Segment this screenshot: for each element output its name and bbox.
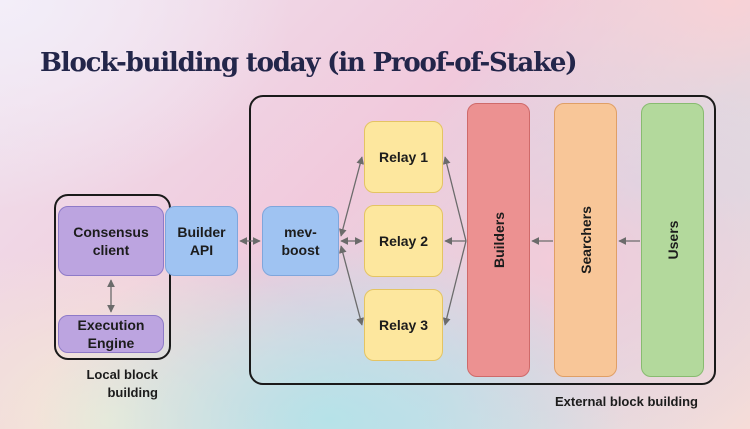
- builder-api-label: Builder API: [177, 224, 226, 258]
- execution-engine-label: Execution Engine: [77, 317, 145, 351]
- users-column: Users: [641, 103, 704, 377]
- searchers-column: Searchers: [554, 103, 617, 377]
- relay-2-label: Relay 2: [378, 233, 429, 249]
- local-block-building-frame: [54, 194, 171, 360]
- page-title: Block-building today (in Proof-of-Stake): [40, 48, 578, 78]
- mevboost-relay3-arrow: [339, 245, 364, 326]
- builder-api-box: Builder API: [165, 206, 238, 276]
- builders-relay3-arrow: [442, 240, 467, 326]
- consensus-client-box: Consensus client: [58, 206, 164, 276]
- relay-2-box: Relay 2: [364, 205, 443, 277]
- builders-column: Builders: [467, 103, 530, 377]
- relay-1-box: Relay 1: [364, 121, 443, 193]
- mevboost-relay1-arrow: [339, 156, 364, 237]
- builders-relay1-arrow: [442, 156, 467, 242]
- mev-boost-box: mev- boost: [262, 206, 339, 276]
- mev-boost-label: mev- boost: [281, 224, 320, 258]
- relay-3-label: Relay 3: [378, 317, 429, 333]
- execution-engine-box: Execution Engine: [58, 315, 164, 353]
- relay-1-label: Relay 1: [378, 149, 429, 165]
- relay-3-box: Relay 3: [364, 289, 443, 361]
- consensus-client-label: Consensus client: [73, 224, 149, 258]
- local-block-building-caption: Local block building: [86, 367, 158, 400]
- external-block-building-caption: External block building: [554, 394, 698, 409]
